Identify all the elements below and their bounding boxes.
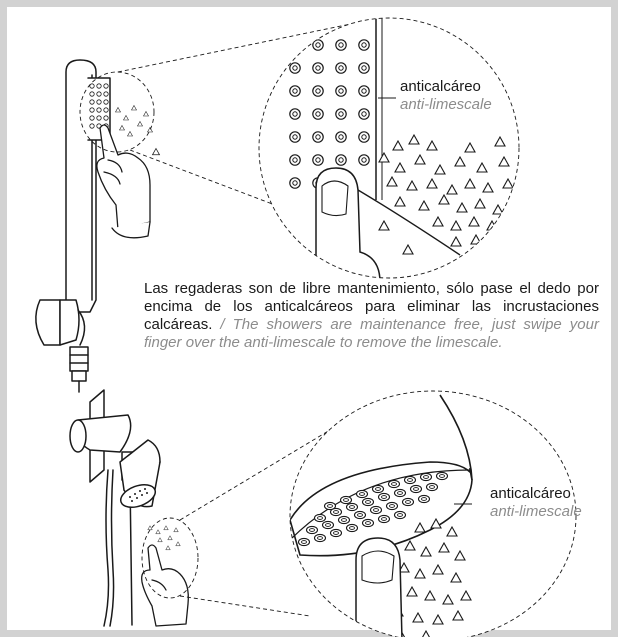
small-hand-bottom — [141, 544, 189, 627]
hand-shower-top — [35, 59, 111, 393]
connector-line — [179, 429, 331, 521]
callout-top-label-en: anti-limescale — [400, 96, 492, 113]
zoom-detail-top — [259, 18, 519, 278]
small-nozzles-bottom — [129, 488, 148, 502]
description-es: Las regaderas son de libre mantenimiento… — [144, 280, 599, 333]
connector-line — [117, 19, 371, 73]
zoom-circle-top — [258, 17, 520, 279]
connector-line — [129, 149, 276, 206]
description-separator: / — [212, 316, 233, 333]
small-hand-top — [96, 124, 151, 239]
zoom-detail-bottom — [290, 391, 576, 637]
callout-top-label-es: anticalcáreo — [400, 78, 481, 95]
wall-shower-bottom — [69, 389, 161, 627]
maintenance-description: Las regaderas son de libre mantenimiento… — [144, 280, 599, 352]
focus-ellipse-bottom — [141, 517, 199, 599]
callout-bottom-label-es: anticalcáreo — [490, 485, 571, 502]
connector-line — [179, 595, 311, 617]
callout-bottom-label-en: anti-limescale — [490, 503, 582, 520]
zoom-circle-bottom — [289, 390, 577, 637]
small-nozzles-top — [89, 83, 109, 129]
description-en: The showers are maintenance free, just s… — [144, 316, 599, 351]
focus-ellipse-top — [79, 71, 155, 153]
small-spray-top — [115, 105, 160, 156]
